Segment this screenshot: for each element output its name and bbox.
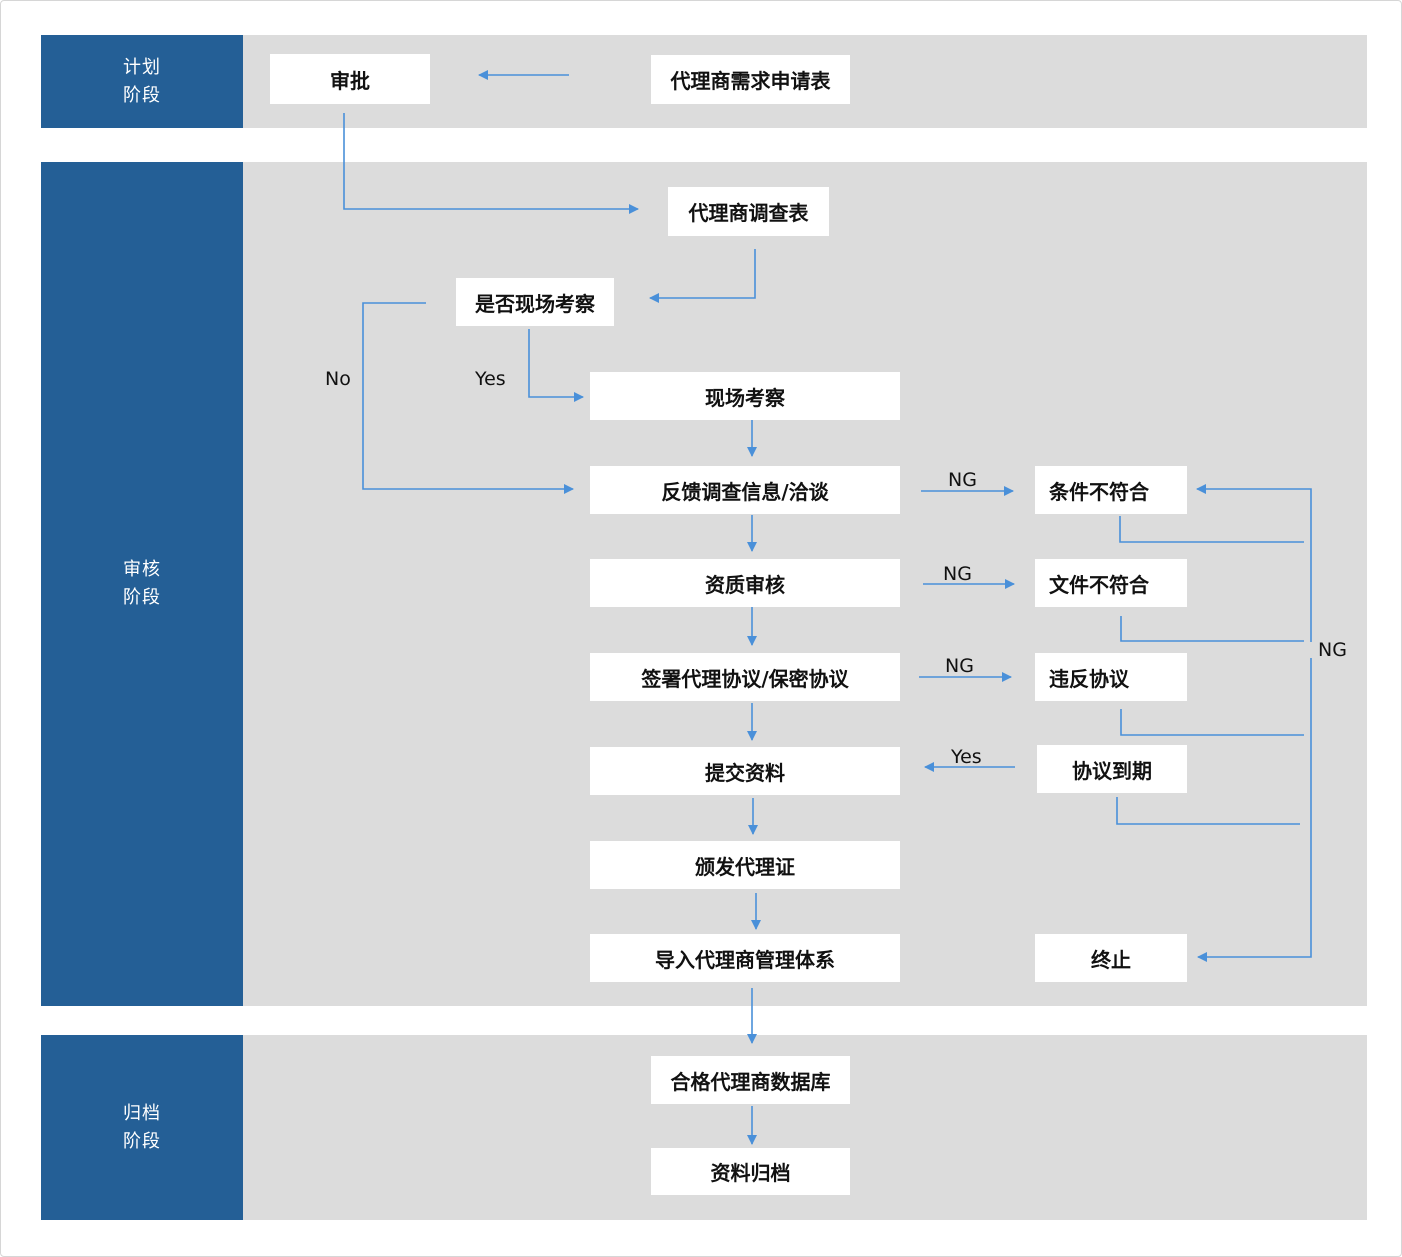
line-conditions-collect [1119,516,1304,543]
node-agreement-breach: 违反协议 [1035,653,1187,701]
edge-label-yes-expired: Yes [951,746,982,768]
edge-label-no: No [325,368,351,390]
arrow-ng-to-conditions [1196,484,1312,642]
arrow-approve-to-survey [343,113,639,214]
node-documents-not-met: 文件不符合 [1035,559,1187,607]
edge-label-yes: Yes [475,368,506,390]
edge-label-ng-review: NG [943,563,972,585]
node-submit-documents: 提交资料 [590,747,900,795]
node-qualified-database: 合格代理商数据库 [651,1056,850,1104]
node-application-form: 代理商需求申请表 [651,55,850,104]
stage-plan-line1: 计划 [123,56,161,78]
node-sign-agreement: 签署代理协议/保密协议 [590,653,900,701]
arrow-decision-no [362,302,574,494]
stage-plan: 计划 阶段 [41,35,243,128]
arrow-ng-to-terminate [1197,658,1312,962]
node-terminate: 终止 [1035,934,1187,982]
stage-archive: 归档 阶段 [41,1035,243,1220]
arrow-decision-yes [528,329,584,402]
node-onsite-inspection: 现场考察 [590,372,900,420]
stage-plan-line2: 阶段 [123,84,161,106]
stage-archive-line2: 阶段 [123,1130,161,1152]
edge-label-ng-loop: NG [1318,639,1347,661]
line-expired-collect [1116,797,1300,825]
node-import-system: 导入代理商管理体系 [590,934,900,982]
node-survey-form: 代理商调查表 [668,187,829,236]
node-archive-documents: 资料归档 [651,1148,850,1195]
node-approve: 审批 [270,54,430,104]
stage-archive-line1: 归档 [123,1102,161,1124]
node-agreement-expired: 协议到期 [1037,745,1187,793]
edge-label-ng-feedback: NG [948,469,977,491]
edge-label-ng-sign: NG [945,655,974,677]
node-feedback: 反馈调查信息/洽谈 [590,466,900,514]
arrow-survey-to-decision [649,249,756,303]
stage-review-line1: 审核 [123,559,161,580]
stage-review-line2: 阶段 [123,587,161,608]
stage-review: 审核 阶段 [41,162,243,1006]
line-documents-collect [1120,616,1304,642]
node-qualification-review: 资质审核 [590,559,900,607]
node-issue-certificate: 颁发代理证 [590,841,900,889]
node-conditions-not-met: 条件不符合 [1035,466,1187,514]
node-onsite-decision: 是否现场考察 [456,278,614,326]
line-breach-collect [1120,709,1304,736]
